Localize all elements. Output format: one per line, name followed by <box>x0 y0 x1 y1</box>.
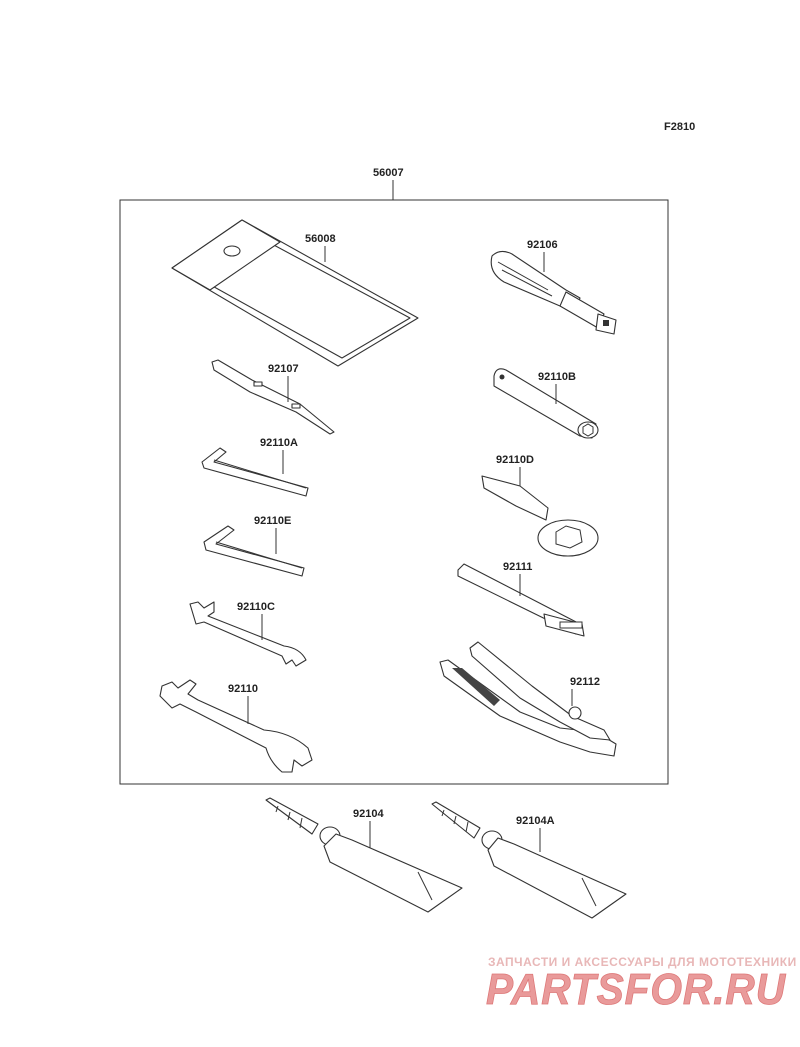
box-wrench-icon <box>493 368 599 439</box>
tool-pouch-icon <box>171 219 419 367</box>
label-box-wrench: 92110B <box>538 371 576 383</box>
figure-code: F2810 <box>664 121 695 133</box>
ring-spanner-icon <box>481 475 599 557</box>
grease-tube-icon <box>265 797 463 913</box>
label-ring-spanner: 92110D <box>496 454 534 466</box>
grease-tube-a-icon <box>431 801 627 919</box>
label-assembly: 56007 <box>373 167 404 179</box>
label-pliers: 92112 <box>570 676 600 688</box>
label-screwdriver-handle: 92106 <box>527 239 558 251</box>
pliers-icon <box>439 641 617 757</box>
open-wrench-icon <box>159 679 313 773</box>
label-pouch: 56008 <box>305 233 336 245</box>
toolkit-frame <box>119 199 669 785</box>
label-hex-key-e: 92110E <box>254 515 291 527</box>
label-screwdriver-bit: 92107 <box>268 363 299 375</box>
extension-bar-icon <box>457 563 585 637</box>
watermark-brand: PARTSFOR.RU <box>486 965 786 1014</box>
screwdriver-handle-icon <box>490 250 617 335</box>
label-grease-tube-a: 92104A <box>516 815 555 827</box>
label-open-wrench: 92110 <box>228 683 258 695</box>
hex-key-e-icon <box>203 525 305 577</box>
screwdriver-bit-icon <box>211 359 335 435</box>
label-extension-bar: 92111 <box>503 561 532 573</box>
hex-key-a-icon <box>201 447 309 497</box>
label-hex-key-a: 92110A <box>260 437 298 449</box>
label-grease-tube: 92104 <box>353 808 384 820</box>
label-open-wrench-c: 92110C <box>237 601 275 613</box>
open-wrench-c-icon <box>189 601 307 667</box>
watermark-caption: ЗАПЧАСТИ И АКСЕССУАРЫ ДЛЯ МОТОТЕХНИКИ <box>488 955 797 969</box>
